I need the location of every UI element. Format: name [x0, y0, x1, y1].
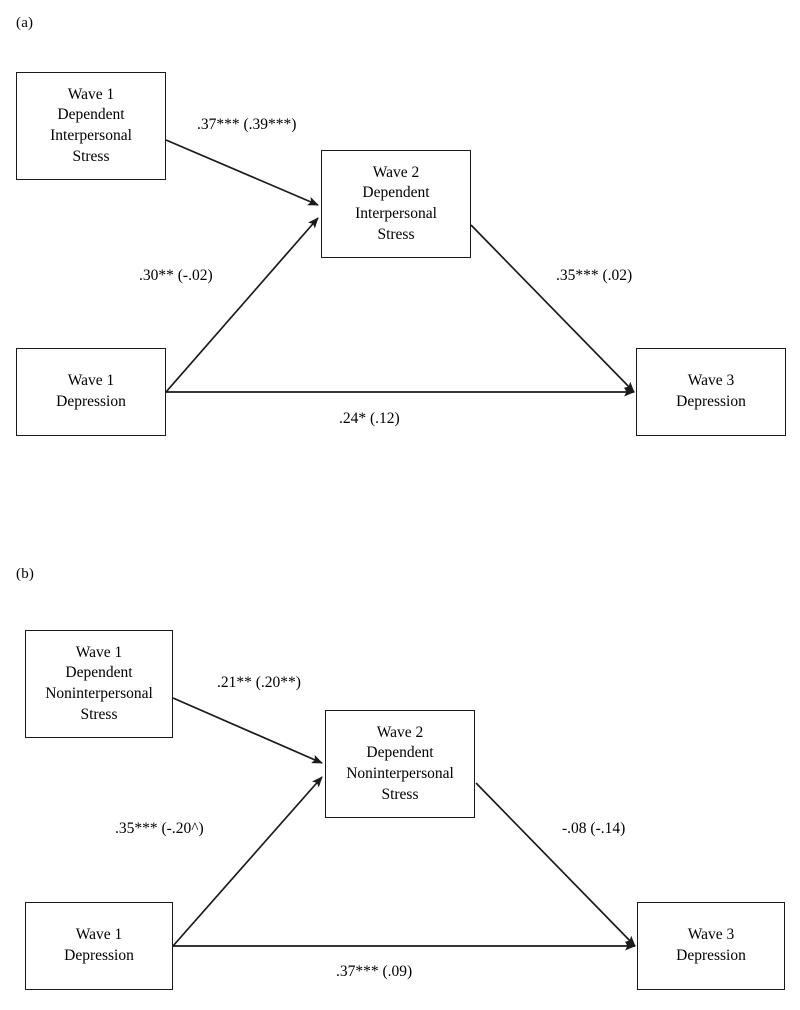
- node-b-wave3-depression: Wave 3 Depression: [637, 902, 785, 990]
- node-a-wave1-depression: Wave 1 Depression: [16, 348, 166, 436]
- path-label-b-w1dep-to-w2stress: .35*** (-.20^): [115, 820, 204, 837]
- node-b-wave1-dependent-noninterpersonal-stress: Wave 1 Dependent Noninterpersonal Stress: [25, 630, 173, 738]
- arrow-b-w1dep-to-w2stress: [172, 776, 323, 947]
- path-label-b-w1stress-to-w2stress: .21** (.20**): [217, 674, 301, 691]
- panel-label-a: (a): [16, 15, 34, 31]
- node-label: Wave 1 Depression: [64, 926, 134, 964]
- node-b-wave1-depression: Wave 1 Depression: [25, 902, 173, 990]
- path-label-a-w1dep-to-w2stress: .30** (-.02): [139, 267, 213, 284]
- path-label-b-w2stress-to-w3dep: -.08 (-.14): [562, 820, 626, 837]
- node-b-wave2-dependent-noninterpersonal-stress: Wave 2 Dependent Noninterpersonal Stress: [325, 710, 475, 818]
- node-a-wave2-dependent-interpersonal-stress: Wave 2 Dependent Interpersonal Stress: [321, 150, 471, 258]
- node-label: Wave 1 Depression: [56, 372, 126, 410]
- node-label: Wave 2 Dependent Interpersonal Stress: [355, 163, 437, 243]
- path-label-a-w1dep-to-w3dep: .24* (.12): [339, 410, 400, 427]
- arrow-b-w1stress-to-w2stress: [172, 697, 323, 764]
- node-label: Wave 1 Dependent Interpersonal Stress: [50, 85, 132, 165]
- node-a-wave3-depression: Wave 3 Depression: [636, 348, 786, 436]
- path-label-a-w1stress-to-w2stress: .37*** (.39***): [197, 116, 297, 133]
- path-label-b-w1dep-to-w3dep: .37*** (.09): [336, 963, 413, 980]
- arrow-a-w1stress-to-w2stress: [165, 139, 319, 206]
- node-label: Wave 1 Dependent Noninterpersonal Stress: [45, 643, 153, 723]
- panel-label-b: (b): [16, 566, 35, 582]
- arrow-b-w2stress-to-w3dep: [475, 782, 636, 947]
- path-label-a-w2stress-to-w3dep: .35*** (.02): [556, 267, 633, 284]
- node-label: Wave 3 Depression: [676, 372, 746, 410]
- node-label: Wave 3 Depression: [676, 926, 746, 964]
- node-label: Wave 2 Dependent Noninterpersonal Stress: [346, 723, 454, 803]
- arrow-a-w1dep-to-w2stress: [165, 217, 319, 393]
- node-a-wave1-dependent-interpersonal-stress: Wave 1 Dependent Interpersonal Stress: [16, 72, 166, 180]
- arrow-a-w2stress-to-w3dep: [470, 224, 635, 393]
